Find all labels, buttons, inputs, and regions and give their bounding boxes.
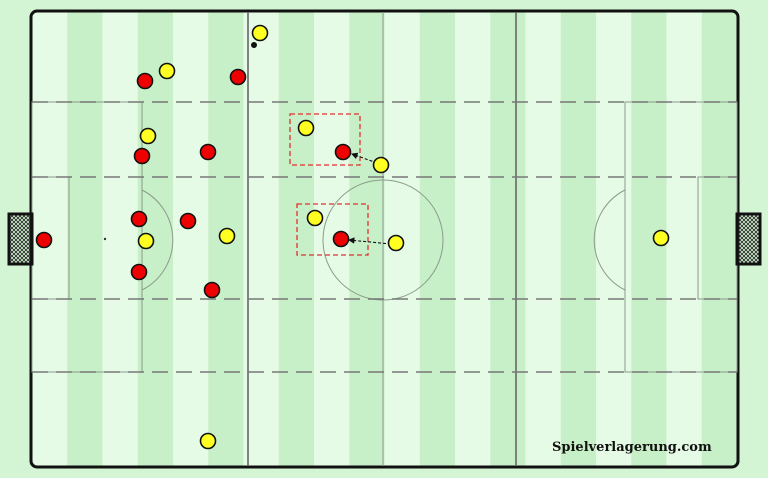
- left-goal: [7, 212, 34, 266]
- arrow-press-center: [347, 237, 392, 245]
- pitch-stripe: [102, 12, 139, 466]
- pressing-box-top: [289, 113, 361, 166]
- arrow-press-top: [350, 152, 378, 164]
- pitch-stripe: [525, 12, 562, 466]
- yellow-player: [139, 127, 157, 145]
- red-player: [229, 68, 247, 86]
- yellow-player: [137, 232, 155, 250]
- left-penalty-spot: [103, 237, 107, 241]
- red-player: [332, 230, 350, 248]
- movement-arrows: [347, 152, 392, 245]
- red-player: [334, 143, 352, 161]
- pitch-stripe: [701, 12, 738, 466]
- pitch-stripe: [455, 12, 491, 466]
- red-player: [130, 263, 148, 281]
- pitch-stripe: [349, 12, 385, 466]
- red-player: [136, 72, 154, 90]
- yellow-player: [652, 229, 670, 247]
- right-penalty-arc: [593, 189, 626, 291]
- players: [35, 24, 670, 450]
- pressing-box-center: [296, 203, 369, 256]
- left-penalty-arc: [141, 189, 174, 291]
- red-player: [133, 147, 151, 165]
- yellow-player: [158, 62, 176, 80]
- pitch-stripe: [596, 12, 632, 466]
- yellow-player: [251, 24, 269, 42]
- yellow-player: [306, 209, 324, 227]
- ball: [251, 42, 257, 48]
- pitch-stripe: [666, 12, 703, 466]
- yellow-player: [387, 234, 405, 252]
- pressing-boxes: [289, 113, 369, 256]
- red-player: [199, 143, 217, 161]
- red-player: [179, 212, 197, 230]
- yellow-player: [218, 227, 236, 245]
- red-player: [35, 231, 53, 249]
- watermark: Spielverlagerung.com: [552, 440, 712, 455]
- yellow-player: [199, 432, 217, 450]
- pitch-stripe: [67, 12, 103, 466]
- yellow-player: [297, 119, 315, 137]
- pitch-stripe: [173, 12, 209, 466]
- zone-lines: [32, 12, 737, 466]
- yellow-player: [372, 156, 390, 174]
- pitch-stripe: [490, 12, 526, 466]
- pitch-stripe: [560, 12, 597, 466]
- right-goal: [735, 212, 762, 266]
- red-player: [130, 210, 148, 228]
- pitch-stripe: [419, 12, 456, 466]
- center-circle: [322, 179, 444, 301]
- pitch-stripe: [243, 12, 280, 466]
- red-player: [203, 281, 221, 299]
